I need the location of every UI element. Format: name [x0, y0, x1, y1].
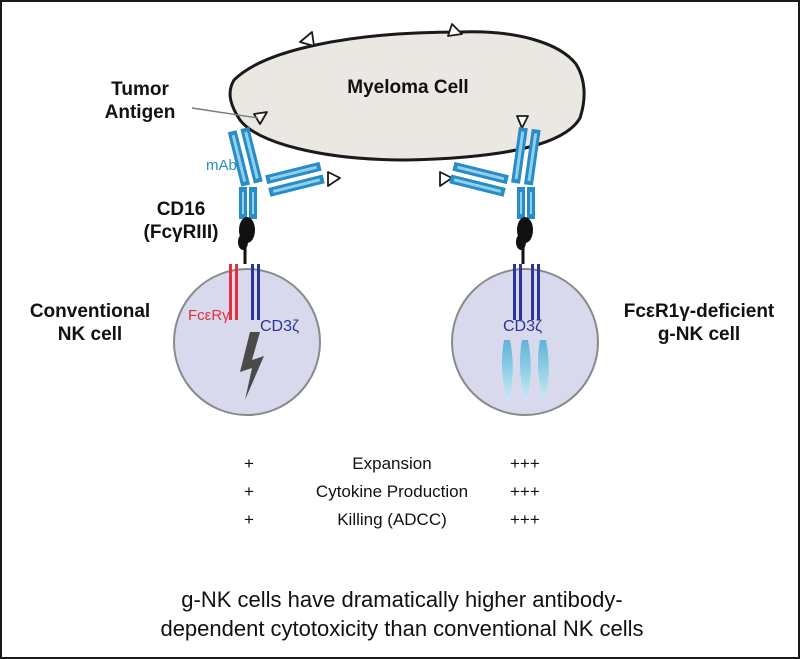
conclusion-text: g-NK cells have dramatically higher anti… — [82, 585, 722, 643]
lightning-bolt-icon — [240, 332, 264, 400]
conventional-nk-label-line2: NK cell — [57, 324, 123, 345]
tumor-antigen — [327, 171, 341, 187]
cd3-zeta-receptor-left — [251, 264, 260, 320]
tumor-antigen — [253, 111, 268, 125]
property-label: Cytokine Production — [315, 482, 469, 501]
fcer-gamma-label: FcεRγ — [188, 307, 230, 324]
tumor-antigen — [447, 23, 463, 37]
cd16-receptor-body — [238, 234, 248, 250]
conventional-score: + — [244, 510, 254, 529]
cd16-label-line1: CD16 — [156, 199, 206, 220]
granule-icon — [519, 340, 531, 402]
granule-icons — [501, 340, 549, 402]
cd16-label: CD16 (FcγRIII) — [126, 198, 236, 244]
cd16-right — [516, 217, 533, 264]
myeloma-cell — [228, 30, 586, 162]
conventional-score: + — [244, 482, 254, 501]
tumor-antigen-label: Tumor Antigen — [80, 78, 200, 124]
tumor-antigens — [253, 23, 529, 187]
conventional-nk-label: Conventional NK cell — [10, 300, 170, 346]
granule-icon — [537, 340, 549, 402]
cd3-zeta-label-right: CD3ζ — [503, 318, 543, 335]
cd16-label-line2: (FcγRIII) — [143, 222, 219, 243]
conclusion-line2: dependent cytotoxicity than conventional… — [160, 616, 644, 641]
property-label: Killing (ADCC) — [337, 510, 447, 529]
tumor-antigen-label-line2: Antigen — [104, 102, 176, 123]
mab-label: mAb — [206, 157, 237, 174]
antibody-left — [227, 127, 325, 219]
fcer-gamma-receptor — [229, 264, 238, 320]
property-label: Expansion — [352, 454, 432, 473]
gnk-score: +++ — [510, 454, 540, 473]
gnk-label-line1: FcεR1γ-deficient — [623, 301, 775, 322]
gnk-score: +++ — [510, 510, 540, 529]
tumor-antigen — [299, 31, 315, 47]
conventional-score: + — [244, 454, 254, 473]
cd3-zeta-receptor-right — [513, 264, 540, 320]
myeloma-cell-label: Myeloma Cell — [347, 77, 469, 98]
antibody-right — [449, 127, 541, 219]
granule-icon — [501, 340, 513, 402]
conclusion-line1: g-NK cells have dramatically higher anti… — [181, 587, 623, 612]
tumor-antigen-pointer — [191, 107, 259, 119]
conventional-nk-label-line1: Conventional — [29, 301, 151, 322]
tumor-antigen — [516, 115, 529, 129]
conventional-nk-cell — [173, 268, 321, 416]
cd3-zeta-label-left: CD3ζ — [260, 318, 300, 335]
tumor-antigen — [439, 171, 453, 187]
gnk-label-line2: g-NK cell — [657, 324, 741, 345]
tumor-antigen-label-line1: Tumor — [111, 79, 169, 100]
gnk-label: FcεR1γ-deficient g-NK cell — [604, 300, 794, 346]
cd16-left — [238, 217, 255, 264]
gnk-score: +++ — [510, 482, 540, 501]
cd16-receptor-body — [516, 234, 526, 250]
